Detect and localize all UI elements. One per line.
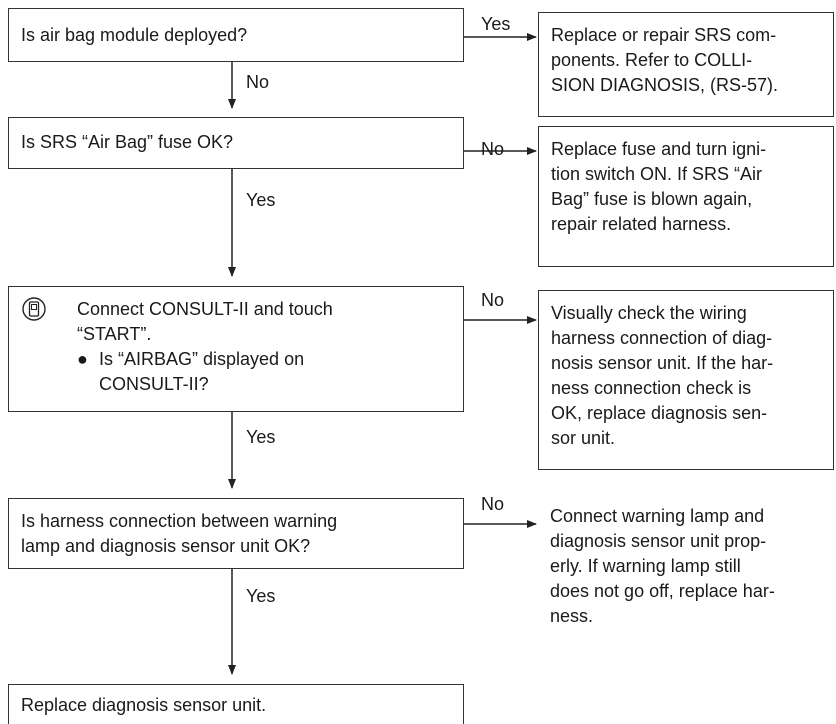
bullet-text: CONSULT-II? [99, 374, 209, 394]
branch-label-4: No [481, 494, 505, 514]
question-text: Is SRS “Air Bag” fuse OK? [21, 132, 234, 152]
branch-label-1: Yes [481, 14, 511, 34]
question-line: Connect CONSULT-II and touch [77, 299, 333, 319]
question-box-2: Is SRS “Air Bag” fuse OK? [8, 117, 464, 169]
continue-label-1: No [246, 72, 270, 92]
final-action-text: Replace diagnosis sensor unit. [21, 695, 267, 715]
action-box-2: Replace fuse and turn igni- tion switch … [538, 126, 834, 267]
continue-label-2: Yes [246, 190, 276, 210]
question-box-4: Is harness connection between warning la… [8, 498, 464, 569]
continue-label-4: Yes [246, 586, 276, 606]
action-box-4: Connect warning lamp and diagnosis senso… [538, 494, 834, 646]
branch-label-2: No [481, 139, 505, 159]
question-text: Is air bag module deployed? [21, 25, 248, 45]
bullet-text: Is “AIRBAG” displayed on [99, 349, 305, 369]
action-box-1: Replace or repair SRS com- ponents. Refe… [538, 12, 834, 117]
final-action-box: Replace diagnosis sensor unit. [8, 684, 464, 724]
question-line: “START”. [77, 324, 152, 344]
question-box-3: Connect CONSULT-II and touch “START”. ● … [8, 286, 464, 412]
question-line: lamp and diagnosis sensor unit OK? [21, 536, 311, 556]
question-box-1: Is air bag module deployed? [8, 8, 464, 62]
action-box-3: Visually check the wiring harness connec… [538, 290, 834, 470]
consult-icon [21, 297, 77, 347]
continue-label-3: Yes [246, 427, 276, 447]
bullet-glyph: ● [77, 349, 88, 369]
branch-label-3: No [481, 290, 505, 310]
question-line: Is harness connection between warning [21, 511, 338, 531]
